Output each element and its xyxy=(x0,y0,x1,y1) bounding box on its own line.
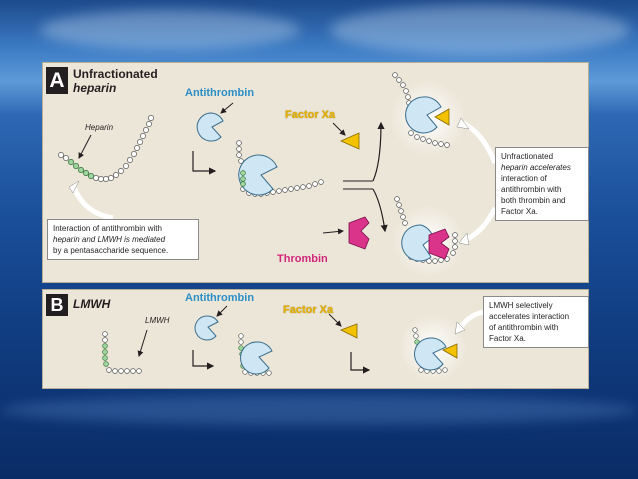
panel-a-title-line1: Unfractionated xyxy=(73,67,158,81)
panel-letter-a: A xyxy=(46,67,68,94)
thrombin-icon xyxy=(348,216,370,250)
branch-arrow-up xyxy=(372,121,385,182)
callout-line: heparin accelerates xyxy=(501,163,571,172)
callout-line: Interaction of antithrombin with xyxy=(53,224,162,233)
callout-line: heparin and LMWH is mediated xyxy=(53,235,166,244)
callout-arrow-right-bottom xyxy=(461,206,498,244)
callout-line: Unfractionated xyxy=(501,152,554,161)
panel-a-title: Unfractionated heparin xyxy=(73,67,158,95)
background-cloud xyxy=(0,395,638,425)
lmwh-pointer-arrow xyxy=(137,329,148,357)
callout-line: LMWH selectively xyxy=(489,301,553,310)
background-cloud xyxy=(40,10,300,50)
callout-line: antithrombin with xyxy=(501,185,562,194)
panel-a-title-line2: heparin xyxy=(73,81,117,95)
callout-line: Factor Xa. xyxy=(489,334,526,343)
panel-b-title-text: LMWH xyxy=(73,297,111,311)
callout-line: accelerates interaction xyxy=(489,312,570,321)
callout-line: Factor Xa. xyxy=(501,207,538,216)
antithrombin-factor-xa-lmwh-complex xyxy=(412,327,458,374)
step-arrow xyxy=(192,350,215,370)
panel-b-title: LMWH xyxy=(73,297,110,311)
antithrombin-heparin-complex xyxy=(236,140,324,197)
callout-unfractionated-heparin: Unfractionated heparin accelerates inter… xyxy=(495,147,589,221)
antithrombin-label: Antithrombin xyxy=(185,292,255,304)
factor-xa-icon xyxy=(340,132,360,150)
antithrombin-icon xyxy=(196,112,224,142)
panel-b-illustration xyxy=(102,305,484,382)
step-arrow xyxy=(192,151,217,175)
antithrombin-pointer-arrow xyxy=(220,102,234,114)
factor-xa-pointer-arrow xyxy=(332,122,346,136)
callout-arrow-left xyxy=(70,184,114,221)
panel-letter-b: B xyxy=(46,294,68,316)
antithrombin-pointer-arrow xyxy=(216,305,228,317)
antithrombin-label: Antithrombin xyxy=(185,87,255,99)
panel-b-lmwh: B LMWH xyxy=(42,289,589,389)
antithrombin-factor-xa-complex xyxy=(392,72,450,148)
thrombin-label: Thrombin xyxy=(277,253,328,265)
background-cloud xyxy=(330,5,630,55)
heparin-pointer-arrow xyxy=(78,134,92,159)
panel-a-unfractionated-heparin: A Unfractionated heparin xyxy=(42,62,589,283)
antithrombin-thrombin-complex xyxy=(394,196,458,264)
thrombin-pointer-arrow xyxy=(322,228,344,235)
callout-line: of antithrombin with xyxy=(489,323,559,332)
step-arrow xyxy=(350,352,371,374)
callout-line: by a pentasaccharide sequence. xyxy=(53,246,169,255)
heparin-label: Heparin xyxy=(85,123,114,132)
callout-line: both thrombin and xyxy=(501,196,566,205)
callout-line: interaction of xyxy=(501,174,547,183)
antithrombin-icon xyxy=(194,315,219,341)
factor-xa-label: Factor Xa xyxy=(285,109,336,121)
pentasaccharide-segment xyxy=(68,159,94,179)
factor-xa-pointer-arrow xyxy=(328,313,342,327)
panel-a-illustration xyxy=(58,72,498,277)
branch-arrow-down xyxy=(372,188,388,233)
factor-xa-icon xyxy=(340,323,358,339)
callout-lmwh-selective: LMWH selectively accelerates interaction… xyxy=(483,296,589,348)
callout-pentasaccharide: Interaction of antithrombin with heparin… xyxy=(47,219,199,260)
lmwh-label: LMWH xyxy=(145,316,170,325)
lmwh-chain xyxy=(102,331,142,374)
antithrombin-lmwh-complex xyxy=(238,333,273,376)
factor-xa-label: Factor Xa xyxy=(283,304,334,316)
